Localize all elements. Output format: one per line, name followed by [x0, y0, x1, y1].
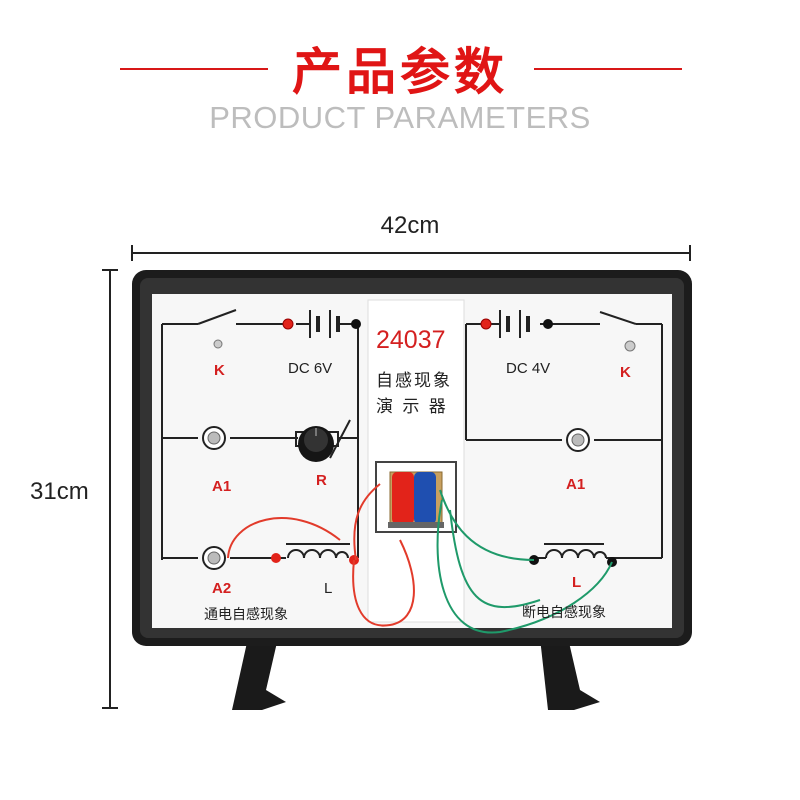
- left-battery-terminal-black: [351, 319, 361, 329]
- left-circuit-caption: 通电自感现象: [204, 607, 288, 623]
- left-switch-knob: [213, 339, 223, 349]
- left-lamp-a2: [202, 546, 226, 570]
- model-number: 24037: [376, 326, 446, 354]
- height-dimension-label: 31cm: [30, 478, 89, 505]
- right-inductor-label: L: [572, 574, 582, 591]
- page-subtitle: PRODUCT PARAMETERS: [209, 100, 591, 135]
- board-stand-right: [540, 638, 600, 710]
- left-battery-symbol: [296, 310, 358, 338]
- right-battery-symbol: [486, 310, 530, 338]
- right-lamp-a1-label: A1: [566, 476, 586, 493]
- board-stand-left: [232, 638, 286, 710]
- device-name-line1: 自感现象: [376, 371, 452, 391]
- page-title: 产品参数: [292, 43, 508, 101]
- left-lamp-a1-label: A1: [212, 478, 232, 495]
- rheostat-knob: [295, 419, 351, 462]
- width-dimension-line: [131, 245, 691, 261]
- width-dimension-label: 42cm: [380, 212, 440, 239]
- right-switch-label: K: [620, 364, 631, 381]
- right-switch-knob: [624, 340, 636, 352]
- right-battery-label: DC 4V: [506, 360, 551, 377]
- left-battery-label: DC 6V: [288, 360, 333, 377]
- left-inductor-terminal-a: [271, 553, 281, 563]
- left-inductor-coil: [286, 543, 350, 559]
- left-lamp-a2-label: A2: [212, 580, 232, 597]
- height-dimension-line: [102, 269, 118, 709]
- left-battery-terminal-red: [282, 318, 294, 330]
- right-battery-terminal-black: [543, 319, 553, 329]
- title-divider-right: [534, 68, 682, 70]
- center-transformer: [375, 461, 457, 533]
- right-circuit-caption: 断电自感现象: [522, 605, 606, 621]
- left-switch-label: K: [214, 362, 225, 379]
- right-lamp-a1: [566, 428, 590, 452]
- rheostat-label: R: [316, 472, 327, 489]
- right-battery-terminal-red: [480, 318, 492, 330]
- device-name-line2: 演 示 器: [376, 397, 448, 417]
- right-circuit: [465, 311, 663, 559]
- red-wires: [227, 483, 415, 627]
- right-inductor-coil: [544, 543, 607, 559]
- left-circuit: [161, 309, 359, 560]
- green-wires: [436, 489, 613, 634]
- left-inductor-label: L: [324, 580, 333, 597]
- left-lamp-a1: [202, 426, 226, 450]
- title-divider-left: [120, 68, 268, 70]
